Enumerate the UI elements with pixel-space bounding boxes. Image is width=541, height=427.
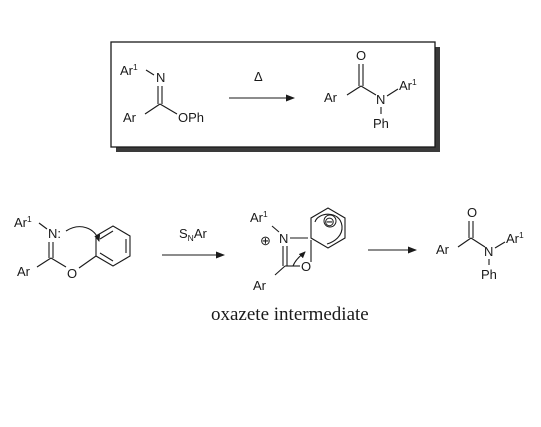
top-reactant-ar: Ar xyxy=(123,110,137,125)
mech-product-n: N xyxy=(484,244,493,259)
curly-arrow-attack xyxy=(65,226,101,242)
bond-ar1-n xyxy=(145,69,155,76)
ring-double-3 xyxy=(99,252,114,262)
mech-start: Ar1 N: Ar O xyxy=(14,214,131,281)
top-scheme-box xyxy=(110,41,440,152)
bond-c-o xyxy=(159,103,178,115)
mech-product-o: O xyxy=(467,205,477,220)
intermediate-caption: oxazete intermediate xyxy=(211,304,369,325)
bond-n-ar1-top xyxy=(386,88,399,97)
int-ar: Ar xyxy=(253,278,267,293)
bond-n-ar1-mech-prod xyxy=(494,241,506,249)
heat-symbol: Δ xyxy=(254,69,263,84)
top-reactant: Ar1 N Ar OPh xyxy=(120,62,204,125)
box-frame xyxy=(110,41,436,148)
mech-start-ar: Ar xyxy=(17,264,31,279)
top-product-ar1: Ar1 xyxy=(399,77,417,93)
phenyl-ring-start xyxy=(95,225,131,267)
curly-arrow-collapse xyxy=(292,251,306,267)
top-product-o: O xyxy=(356,48,366,63)
top-reactant-n: N xyxy=(156,70,165,85)
snar-label: SNAr xyxy=(179,226,207,243)
mech-start-o: O xyxy=(67,266,77,281)
int-ring-delocal xyxy=(314,213,343,245)
cyclohexadienyl-ring xyxy=(310,207,346,249)
mech-product-ar: Ar xyxy=(436,242,450,257)
bond-c-n-mech-prod xyxy=(470,237,486,248)
bond-c-ar-mech-prod xyxy=(457,237,472,248)
int-n: N xyxy=(279,231,288,246)
mech-start-n: N: xyxy=(48,226,61,241)
mech-product-ph: Ph xyxy=(481,267,497,282)
oxazete-intermediate: Ar1 ⊕ N O Ar ⊖ xyxy=(250,207,346,293)
mech-product: O Ar N Ar1 Ph xyxy=(436,205,524,282)
top-reactant-oph: OPh xyxy=(178,110,204,125)
bond-c-o-mech xyxy=(50,257,67,268)
top-heat-arrow: Δ xyxy=(229,69,295,102)
top-product: O Ar N Ar1 Ph xyxy=(324,48,417,131)
top-product-ph: Ph xyxy=(373,116,389,131)
int-ring-hexagon xyxy=(310,207,346,249)
int-o: O xyxy=(301,259,311,274)
bond-c-ar-top xyxy=(346,85,362,96)
ring-double-1 xyxy=(99,230,114,240)
int-ar1: Ar1 xyxy=(250,209,268,225)
bond-c-ar-int xyxy=(274,265,286,276)
snar-arrow: SNAr xyxy=(162,226,225,259)
int-minus: ⊖ xyxy=(324,214,335,229)
bond-ar1-n-mech xyxy=(38,222,48,230)
bond-c-ar xyxy=(144,103,161,115)
int-plus: ⊕ xyxy=(260,233,271,248)
ring-hexagon xyxy=(95,225,131,267)
bond-c-ar-mech xyxy=(36,257,52,268)
int-minus-circle xyxy=(323,214,337,228)
bond-ar1-n-int xyxy=(271,225,280,233)
top-product-ar: Ar xyxy=(324,90,338,105)
top-product-n: N xyxy=(376,92,385,107)
mech-product-ar1: Ar1 xyxy=(506,230,524,246)
mech-start-ar1: Ar1 xyxy=(14,214,32,230)
bond-c-n-top xyxy=(360,85,377,96)
bond-o-ring xyxy=(78,255,97,269)
top-reactant-ar1: Ar1 xyxy=(120,62,138,78)
